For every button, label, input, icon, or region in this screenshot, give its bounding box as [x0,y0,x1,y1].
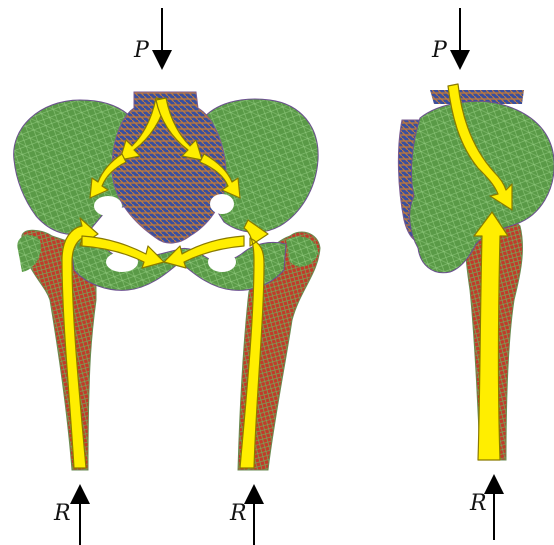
pelvic-inlet-left [94,196,122,216]
label-load-side: P [431,38,448,63]
label-reaction-side: R [469,491,487,516]
side-view [398,8,554,540]
label-reaction-left: R [53,501,71,526]
right-obturator [208,252,236,272]
label-reaction-right: R [229,501,247,526]
label-load-front: P [133,38,150,63]
pelvic-inlet-right [210,194,234,214]
front-view [14,8,320,545]
